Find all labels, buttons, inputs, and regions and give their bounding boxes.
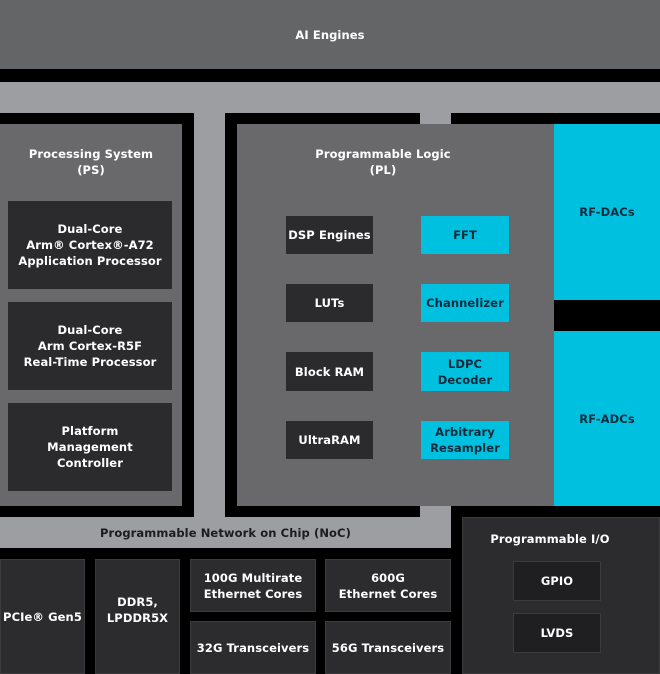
ps-block-r5f: Dual-Core Arm Cortex-R5F Real-Time Proce… [8,302,172,390]
noc-pl-top-connector [420,113,451,124]
ai-engines-block: AI Engines [0,0,660,69]
pl-block-label: Arbitrary Resampler [430,425,500,455]
ps-block-a72: Dual-Core Arm® Cortex®-A72 Application P… [8,201,172,289]
ps-title: Processing System (PS) [28,147,154,177]
transceivers-32g-label: 32G Transceivers [196,640,310,655]
ethernet-100g-label: 100G Multirate Ethernet Cores [203,570,303,601]
programmable-logic-region: Programmable Logic (PL) DSP Engines LUTs… [237,124,554,506]
noc-vertical-bar [194,113,225,517]
rf-adcs-label: RF-ADCs [579,411,635,426]
pl-block-label: Channelizer [426,296,504,310]
transceivers-32g-block: 32G Transceivers [190,621,316,674]
pl-block-ultraram: UltraRAM [286,421,373,459]
pl-block-block-ram: Block RAM [286,352,373,391]
pio-title-wrap: Programmable I/O [463,530,637,548]
ai-engines-label: AI Engines [295,27,365,42]
ps-title-wrap: Processing System (PS) [0,144,182,180]
rf-dacs-block: RF-DACs [554,124,660,300]
ethernet-100g-block: 100G Multirate Ethernet Cores [190,559,316,612]
ps-block-pmc: Platform Management Controller [8,403,172,491]
ps-block-label: Dual-Core Arm® Cortex®-A72 Application P… [18,222,162,268]
noc-top-bar [0,82,660,113]
lvds-block: LVDS [513,613,601,653]
lvds-label: LVDS [540,626,574,640]
pl-block-label: UltraRAM [298,433,361,447]
rf-adcs-block: RF-ADCs [554,331,660,506]
rf-dacs-label: RF-DACs [579,205,635,219]
ethernet-600g-label: 600G Ethernet Cores [338,570,438,601]
gpio-label: GPIO [540,574,574,588]
pl-block-label: FFT [453,228,477,242]
ps-block-label: Dual-Core Arm Cortex-R5F Real-Time Proce… [23,323,157,369]
ddr-label: DDR5, LPDDR5X [106,594,169,625]
pl-title: Programmable Logic (PL) [315,147,451,177]
pl-block-label: Block RAM [294,364,365,379]
pl-block-label: LDPC Decoder [437,356,493,387]
noc-pl-bottom-connector [420,506,451,517]
pl-block-label: LUTs [314,296,345,310]
pl-block-label: DSP Engines [288,228,371,242]
ethernet-600g-block: 600G Ethernet Cores [325,559,451,612]
pcie-block: PCIe® Gen5 [0,559,85,674]
ps-block-label: Platform Management Controller [47,424,133,470]
noc-label: Programmable Network on Chip (NoC) [100,525,351,540]
gpio-block: GPIO [513,561,601,601]
pl-block-arbitrary-resampler: Arbitrary Resampler [421,421,509,459]
transceivers-56g-block: 56G Transceivers [325,621,451,674]
ddr-block: DDR5, LPDDR5X [95,559,180,674]
pl-block-channelizer: Channelizer [421,284,509,322]
programmable-io-region: Programmable I/O GPIO LVDS [462,517,660,674]
noc-bar: Programmable Network on Chip (NoC) [0,517,451,548]
pl-block-luts: LUTs [286,284,373,322]
pl-block-ldpc-decoder: LDPC Decoder [421,352,509,391]
pcie-label: PCIe® Gen5 [3,609,82,624]
pl-block-fft: FFT [421,216,509,254]
pl-title-wrap: Programmable Logic (PL) [237,144,529,180]
pl-block-dsp-engines: DSP Engines [286,216,373,254]
transceivers-56g-label: 56G Transceivers [331,640,445,655]
programmable-io-title: Programmable I/O [490,532,610,546]
processing-system-region: Processing System (PS) Dual-Core Arm® Co… [0,124,182,506]
